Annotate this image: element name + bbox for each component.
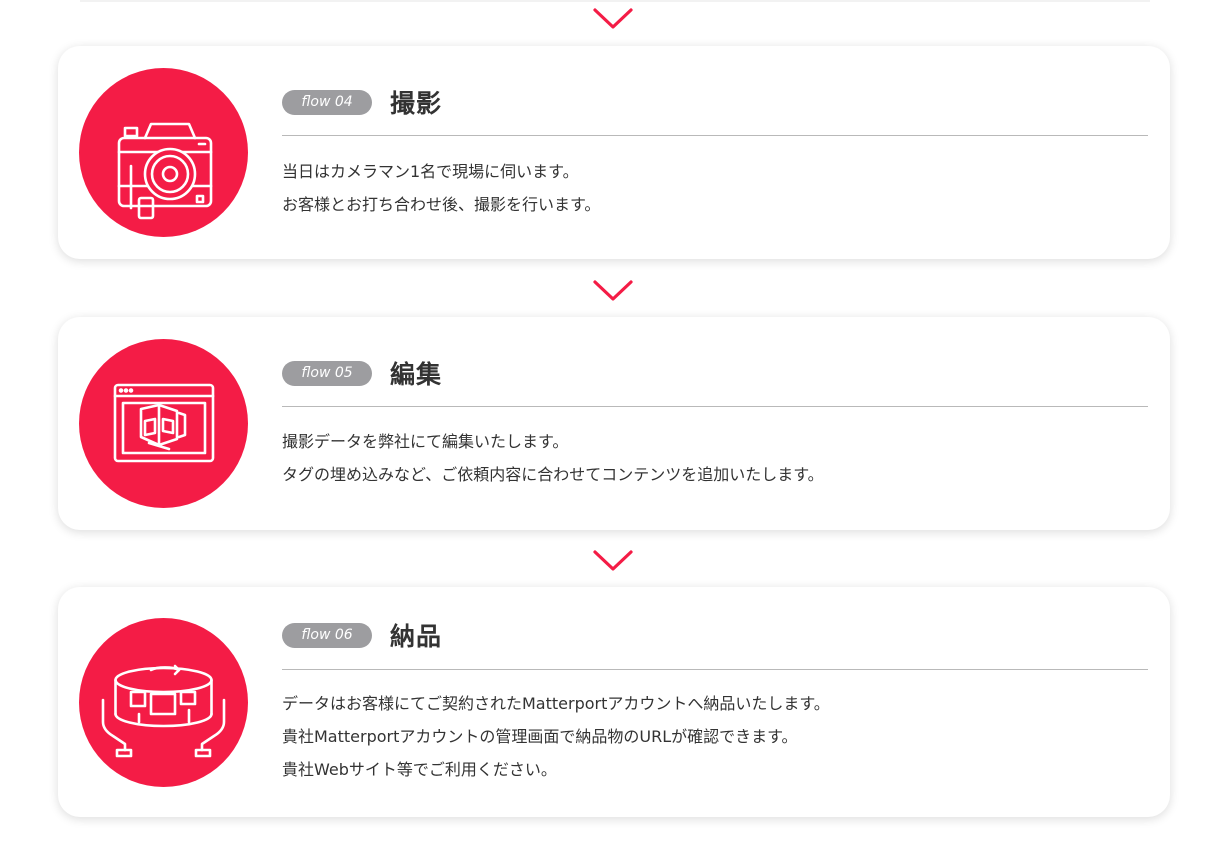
previous-card-edge xyxy=(80,0,1150,2)
description-line: 撮影データを弊社にて編集いたします。 xyxy=(282,432,569,451)
description-line: タグの埋め込みなど、ご依頼内容に合わせてコンテンツを追加いたします。 xyxy=(282,465,824,484)
step-description: データはお客様にてご契約されたMatterportアカウントへ納品いたします。 … xyxy=(282,687,1142,786)
step-header: flow 04 撮影 xyxy=(282,82,442,122)
chevron-down-icon xyxy=(593,280,633,301)
flow-step-04-card: flow 04 撮影 当日はカメラマン1名で現場に伺います。 お客様とお打ち合わ… xyxy=(58,46,1170,259)
edit-window-icon xyxy=(79,339,248,508)
step-badge: flow 06 xyxy=(282,622,372,648)
step-header: flow 05 編集 xyxy=(282,353,442,393)
description-line: お客様とお打ち合わせ後、撮影を行います。 xyxy=(282,195,601,214)
step-header: flow 06 納品 xyxy=(282,615,442,655)
description-line: 当日はカメラマン1名で現場に伺います。 xyxy=(282,162,579,181)
chevron-down-icon xyxy=(593,550,633,571)
step-title: 撮影 xyxy=(390,89,443,118)
chevron-down-icon xyxy=(593,8,633,29)
flow-step-05-card: flow 05 編集 撮影データを弊社にて編集いたします。 タグの埋め込みなど、… xyxy=(58,317,1170,530)
description-line: 貴社Matterportアカウントの管理画面で納品物のURLが確認できます。 xyxy=(282,727,798,746)
step-title: 納品 xyxy=(390,622,443,651)
step-description: 当日はカメラマン1名で現場に伺います。 お客様とお打ち合わせ後、撮影を行います。 xyxy=(282,155,1142,221)
description-line: 貴社Webサイト等でご利用ください。 xyxy=(282,760,557,779)
camera-icon xyxy=(79,68,248,237)
divider xyxy=(282,406,1148,407)
step-title: 編集 xyxy=(390,360,443,389)
step-badge: flow 05 xyxy=(282,360,372,386)
description-line: データはお客様にてご契約されたMatterportアカウントへ納品いたします。 xyxy=(282,694,830,713)
step-description: 撮影データを弊社にて編集いたします。 タグの埋め込みなど、ご依頼内容に合わせてコ… xyxy=(282,425,1142,491)
flow-step-06-card: flow 06 納品 データはお客様にてご契約されたMatterportアカウン… xyxy=(58,587,1170,817)
divider xyxy=(282,135,1148,136)
360-view-hands-icon xyxy=(79,618,248,787)
step-badge: flow 04 xyxy=(282,89,372,115)
divider xyxy=(282,669,1148,670)
